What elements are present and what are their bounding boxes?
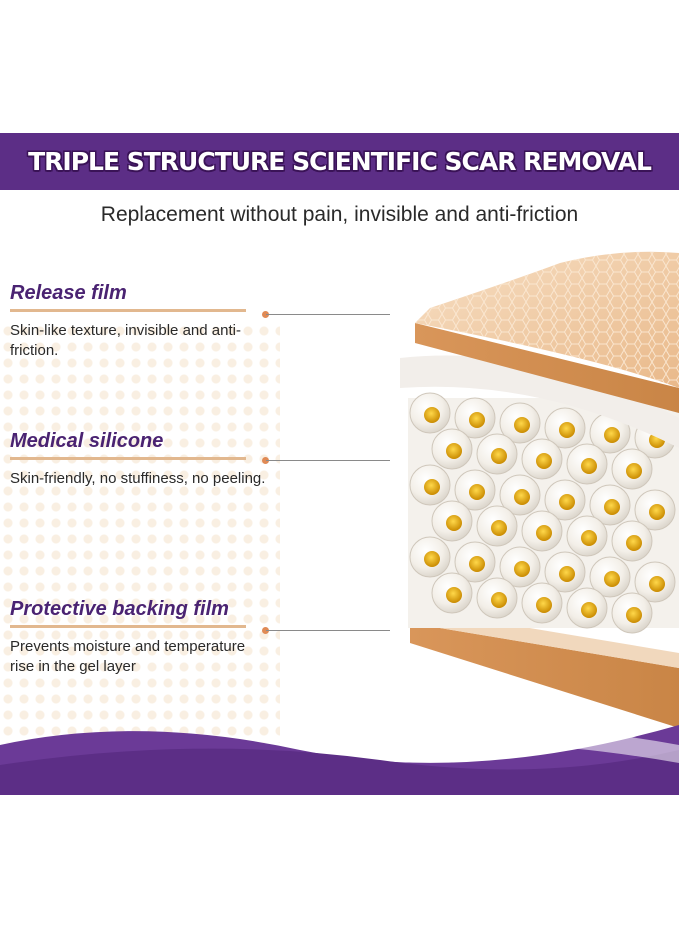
gel-core bbox=[536, 525, 552, 541]
gel-core bbox=[424, 479, 440, 495]
gel-core bbox=[514, 489, 530, 505]
connector-line bbox=[266, 630, 390, 631]
connector-dot bbox=[262, 627, 269, 634]
connector-dot bbox=[262, 311, 269, 318]
feature-description: Skin-friendly, no stuffiness, no peeling… bbox=[10, 470, 266, 487]
gel-core bbox=[559, 422, 575, 438]
feature-protective-backing-film: Protective backing film Prevents moistur… bbox=[10, 598, 390, 677]
gel-core bbox=[536, 453, 552, 469]
gel-core bbox=[581, 602, 597, 618]
banner-title: TRIPLE STRUCTURE SCIENTIFIC SCAR REMOVAL bbox=[28, 147, 652, 176]
gel-core bbox=[626, 607, 642, 623]
gel-core bbox=[424, 407, 440, 423]
dot-pattern-background bbox=[0, 323, 280, 743]
gel-core bbox=[514, 417, 530, 433]
feature-release-film: Release film Skin-like texture, invisibl… bbox=[10, 282, 390, 361]
connector-dot bbox=[262, 457, 269, 464]
gel-core bbox=[604, 427, 620, 443]
backing-film-layer bbox=[410, 623, 679, 728]
feature-description: Skin-like texture, invisible and anti-fr… bbox=[10, 322, 241, 359]
gel-core bbox=[424, 551, 440, 567]
gel-core bbox=[649, 576, 665, 592]
gel-core bbox=[469, 556, 485, 572]
gel-core bbox=[581, 458, 597, 474]
feature-title: Medical silicone bbox=[10, 430, 164, 452]
silicone-gel-layer bbox=[408, 392, 679, 634]
gel-core bbox=[559, 566, 575, 582]
gel-core bbox=[446, 587, 462, 603]
feature-underline bbox=[10, 309, 246, 312]
product-panel: TRIPLE STRUCTURE SCIENTIFIC SCAR REMOVAL… bbox=[0, 133, 679, 795]
feature-underline bbox=[10, 457, 246, 460]
feature-title: Release film bbox=[10, 282, 127, 304]
gel-core bbox=[491, 520, 507, 536]
title-banner: TRIPLE STRUCTURE SCIENTIFIC SCAR REMOVAL bbox=[0, 133, 679, 190]
gel-core bbox=[581, 530, 597, 546]
gel-core bbox=[559, 494, 575, 510]
feature-underline bbox=[10, 625, 246, 628]
gel-core bbox=[446, 443, 462, 459]
layered-patch-illustration bbox=[400, 251, 679, 728]
gel-core bbox=[514, 561, 530, 577]
gel-core bbox=[626, 535, 642, 551]
gel-core bbox=[491, 592, 507, 608]
gel-core bbox=[649, 504, 665, 520]
gel-core bbox=[604, 499, 620, 515]
feature-title: Protective backing film bbox=[10, 598, 229, 620]
gel-core bbox=[626, 463, 642, 479]
bottom-wave-decoration bbox=[0, 725, 679, 795]
connector-line bbox=[266, 314, 390, 315]
subtitle: Replacement without pain, invisible and … bbox=[100, 203, 579, 226]
connector-line bbox=[266, 460, 390, 461]
gel-core bbox=[604, 571, 620, 587]
feature-medical-silicone: Medical silicone Skin-friendly, no stuff… bbox=[10, 430, 390, 489]
feature-description: Prevents moisture and temperature rise i… bbox=[10, 638, 246, 675]
gel-core bbox=[536, 597, 552, 613]
gel-core bbox=[469, 412, 485, 428]
gel-core bbox=[491, 448, 507, 464]
gel-core bbox=[469, 484, 485, 500]
gel-core bbox=[446, 515, 462, 531]
release-film-edge bbox=[415, 323, 679, 413]
